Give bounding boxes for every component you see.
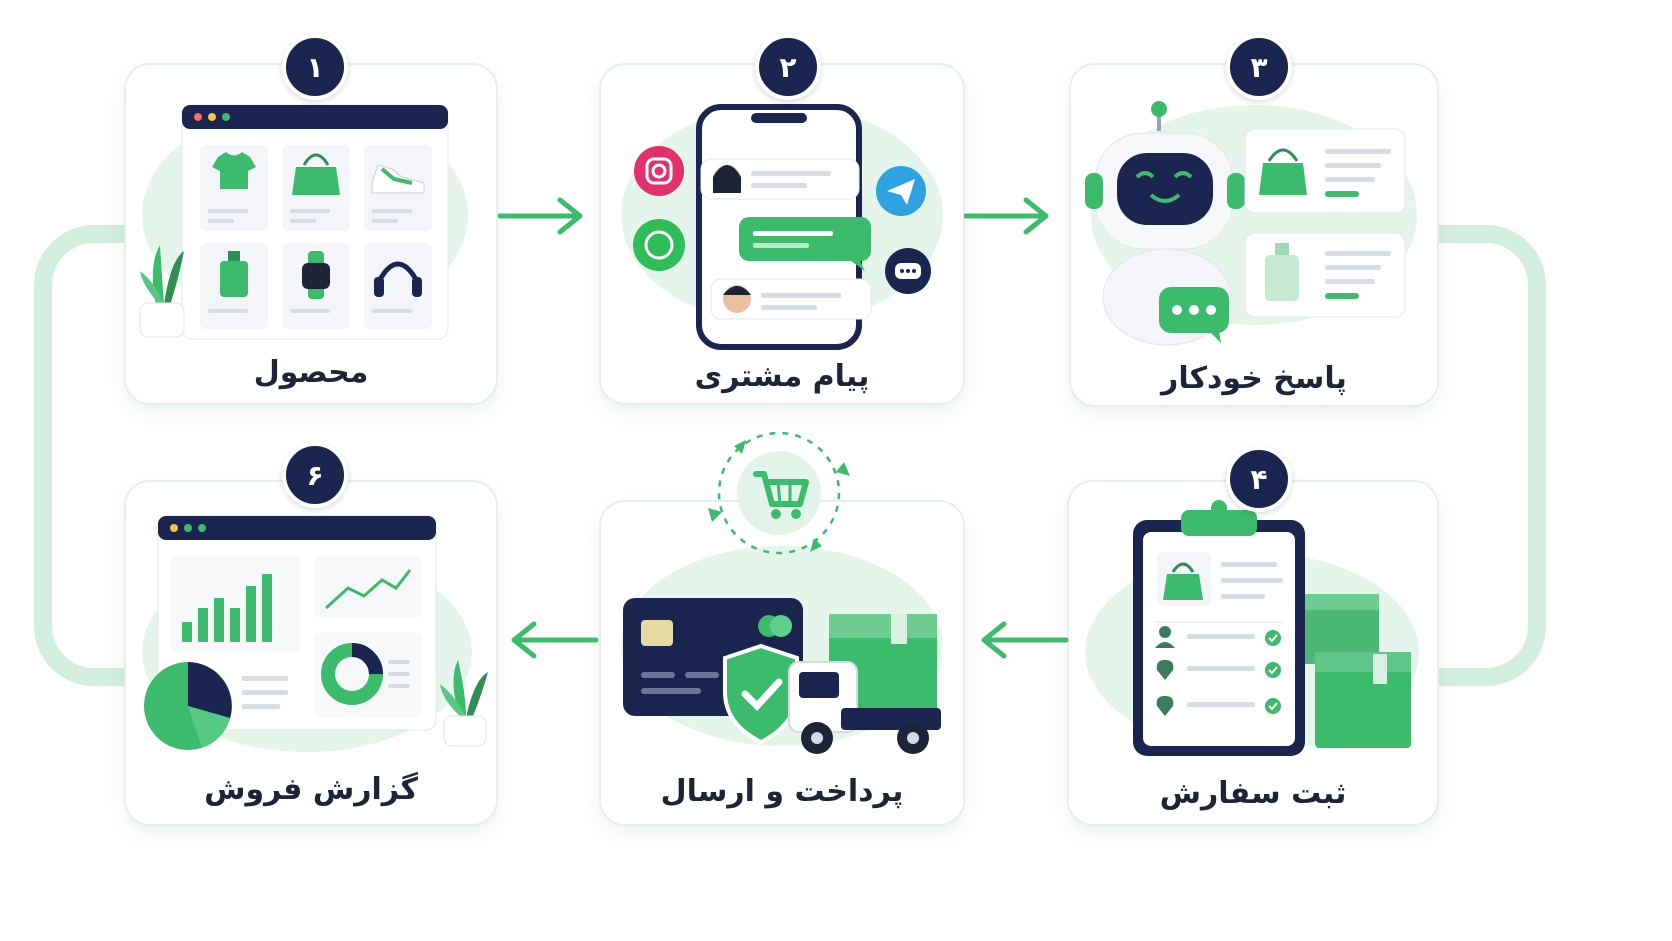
- step-number-badge: ۳: [1226, 34, 1292, 100]
- step-number-badge: ۱: [282, 34, 348, 100]
- shopping-cart-icon: [708, 431, 850, 555]
- step-title: پیام مشتری: [694, 359, 870, 394]
- perfume-icon: [200, 243, 268, 329]
- cart-cycle: [694, 418, 864, 568]
- smartwatch-icon: [282, 243, 350, 329]
- arrow-left-4-to-5: [981, 621, 1069, 659]
- package-box-icon: [1303, 594, 1411, 748]
- instagram-icon: [634, 146, 684, 196]
- step-title: گزارش فروش: [204, 772, 418, 807]
- pie-chart-icon: [144, 662, 232, 750]
- bar-chart-icon: [170, 556, 300, 652]
- handbag-icon: [282, 145, 350, 231]
- step-card-order-registration: ثبت سفارش: [1067, 480, 1439, 826]
- shield-check-icon: [723, 643, 799, 745]
- customer-avatar-icon: [700, 158, 860, 200]
- headphones-icon: [364, 243, 432, 329]
- payment-shipping-illustration: [623, 598, 941, 754]
- donut-chart-icon: [314, 632, 422, 718]
- typing-bubble-icon: [1159, 287, 1229, 343]
- handbag-icon: [1157, 552, 1283, 606]
- sneaker-icon: [364, 145, 432, 231]
- arrow-right-1-to-2: [498, 197, 583, 235]
- line-chart-icon: [314, 556, 422, 618]
- handbag-icon: [1244, 128, 1406, 214]
- customer-message-illustration: [633, 104, 931, 350]
- step-title: پرداخت و ارسال: [660, 774, 904, 809]
- step-title: ثبت سفارش: [1159, 776, 1347, 811]
- plant-icon: [440, 660, 488, 747]
- step-number-badge: ۲: [755, 34, 821, 100]
- sales-report-illustration: [144, 515, 488, 750]
- location-pin-icon: [1156, 660, 1255, 680]
- product-catalog-illustration: [139, 104, 449, 340]
- user-icon: [1155, 626, 1255, 648]
- right-loop-connector: [1428, 225, 1546, 686]
- step-card-sales-report: گزارش فروش: [124, 480, 498, 826]
- clipboard-icon: [1133, 500, 1305, 756]
- checkmark-icon: [1265, 630, 1281, 646]
- arrow-right-2-to-3: [964, 197, 1049, 235]
- checkmark-icon: [1265, 662, 1281, 678]
- step-title: محصول: [253, 355, 369, 390]
- arrow-left-5-to-6: [511, 621, 599, 659]
- location-pin-icon: [1156, 696, 1255, 716]
- telegram-icon: [876, 166, 926, 216]
- perfume-icon: [1244, 232, 1406, 318]
- delivery-truck-icon: [788, 661, 941, 754]
- order-registration-illustration: [1133, 500, 1411, 756]
- step-card-product: محصول: [124, 63, 498, 405]
- step-title: پاسخ خودکار: [1161, 361, 1347, 396]
- step-number-badge: ۶: [282, 442, 348, 508]
- step-card-payment-shipping: پرداخت و ارسال: [599, 500, 965, 826]
- checkmark-icon: [1265, 698, 1281, 714]
- step-number-badge: ۴: [1226, 446, 1292, 512]
- chat-bubble-icon: [739, 217, 871, 271]
- plant-icon: [139, 245, 185, 338]
- step-card-customer-message: پیام مشتری: [599, 63, 965, 405]
- tshirt-icon: [200, 145, 268, 231]
- customer-avatar-icon: [710, 278, 872, 320]
- step-card-auto-reply: پاسخ خودکار: [1069, 63, 1439, 407]
- auto-reply-illustration: [1085, 101, 1406, 346]
- chat-bubble-icon: [885, 248, 931, 294]
- whatsapp-icon: [633, 219, 685, 271]
